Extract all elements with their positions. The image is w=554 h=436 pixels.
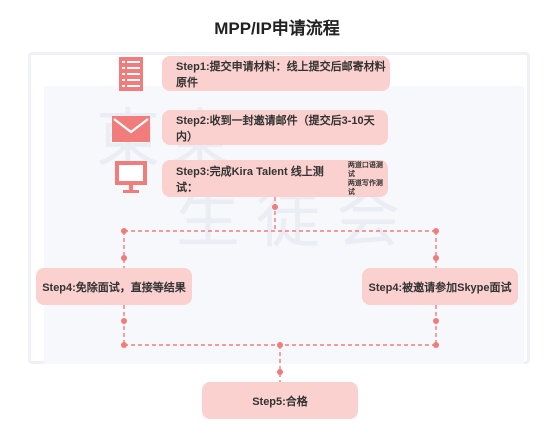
connector-dot <box>272 204 278 210</box>
step4a-label: Step4:免除面试，直接等结果 <box>42 281 186 294</box>
step4b-label: Step4:被邀请参加Skype面试 <box>368 281 512 294</box>
step3-label: Step3:完成Kira Talent 线上测试： <box>176 165 324 194</box>
page-title: MPP/IP申请流程 <box>214 19 340 38</box>
monitor-icon <box>115 161 147 193</box>
step4b-box: Step4:被邀请参加Skype面试 <box>362 268 518 305</box>
connector-dot <box>433 228 439 234</box>
step5-label: Step5:合格 <box>252 395 308 408</box>
step3-note-line: 两道写作测试 <box>347 179 383 196</box>
step1-label: Step1:提交申请材料：线上提交后邮寄材料原件 <box>176 60 386 89</box>
connector-dot <box>121 318 127 324</box>
connector-dot <box>121 255 127 261</box>
connector-dot <box>433 318 439 324</box>
step4a-box: Step4:免除面试，直接等结果 <box>36 268 192 305</box>
connector-dot <box>433 255 439 261</box>
step1-box: Step1:提交申请材料：线上提交后邮寄材料原件 <box>162 56 390 91</box>
connector-dot <box>277 369 283 375</box>
step5-box: Step5:合格 <box>202 382 358 419</box>
step3-note: 两道口语测试 两道写作测试 <box>348 161 388 197</box>
envelope-icon <box>112 116 150 142</box>
step2-label: Step2:收到一封邀请邮件（提交后3-10天内） <box>176 114 375 143</box>
connector-dot <box>433 342 439 348</box>
step2-box: Step2:收到一封邀请邮件（提交后3-10天内） <box>162 110 388 145</box>
connector-dot <box>121 228 127 234</box>
connector-dot <box>121 342 127 348</box>
connector-dot <box>277 342 283 348</box>
document-icon <box>119 57 143 91</box>
step3-note-line: 两道口语测试 <box>347 161 383 178</box>
step3-box: Step3:完成Kira Talent 线上测试： 两道口语测试 两道写作测试 <box>162 160 388 197</box>
